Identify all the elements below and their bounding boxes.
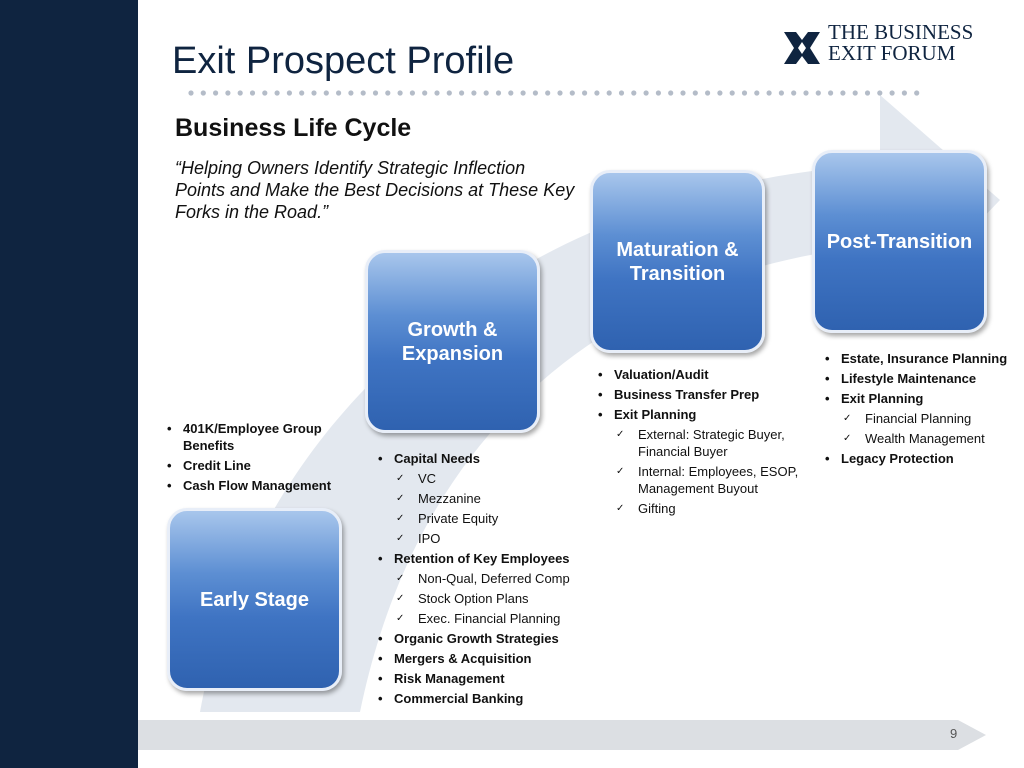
list-item: Credit Line xyxy=(165,457,355,474)
list-item: Organic Growth Strategies xyxy=(376,630,596,647)
left-sidebar-bar xyxy=(0,0,138,768)
footer-bar xyxy=(138,720,958,750)
list-item: Commercial Banking xyxy=(376,690,596,707)
list-item: Exec. Financial Planning xyxy=(376,610,596,627)
list-item: Non-Qual, Deferred Comp xyxy=(376,570,596,587)
list-item: Internal: Employees, ESOP, Management Bu… xyxy=(596,463,806,497)
post-transition-list: Estate, Insurance PlanningLifestyle Main… xyxy=(823,350,1008,470)
list-item: 401K/Employee Group Benefits xyxy=(165,420,355,454)
list-item: Legacy Protection xyxy=(823,450,1008,467)
list-item: Risk Management xyxy=(376,670,596,687)
list-item: IPO xyxy=(376,530,596,547)
stage-label: Post-Transition xyxy=(826,230,973,253)
logo-line-1: THE BUSINESS xyxy=(828,20,974,44)
logo-line-2: EXIT FORUM xyxy=(828,41,956,65)
stage-early-stage: Early Stage xyxy=(167,508,342,691)
list-item: Mergers & Acquisition xyxy=(376,650,596,667)
list-item: Gifting xyxy=(596,500,806,517)
list-item: Financial Planning xyxy=(823,410,1008,427)
list-item: Estate, Insurance Planning xyxy=(823,350,1008,367)
list-item: Private Equity xyxy=(376,510,596,527)
x-cross-logo-icon xyxy=(784,32,820,64)
stage-growth-expansion: Growth & Expansion xyxy=(365,250,540,433)
list-item: External: Strategic Buyer, Financial Buy… xyxy=(596,426,806,460)
list-item: VC xyxy=(376,470,596,487)
early-stage-list: 401K/Employee Group BenefitsCredit LineC… xyxy=(165,420,355,497)
page-title: Exit Prospect Profile xyxy=(172,40,515,82)
growth-expansion-list: Capital NeedsVC MezzaninePrivate EquityIP… xyxy=(376,450,596,710)
list-item: Retention of Key Employees xyxy=(376,550,596,567)
list-item: Exit Planning xyxy=(596,406,806,423)
stage-label: Early Stage xyxy=(200,588,309,611)
list-item: Business Transfer Prep xyxy=(596,386,806,403)
business-exit-forum-logo: THE BUSINESS EXIT FORUM xyxy=(782,22,1012,74)
list-item: Valuation/Audit xyxy=(596,366,806,383)
stage-label: Maturation & Transition xyxy=(616,238,739,285)
page-number: 9 xyxy=(950,726,958,741)
list-item: Wealth Management xyxy=(823,430,1008,447)
list-item: Cash Flow Management xyxy=(165,477,355,494)
list-item: Mezzanine xyxy=(376,490,596,507)
footer-arrow-tip xyxy=(958,720,986,750)
stage-label: Growth & Expansion xyxy=(401,318,504,365)
list-item: Capital Needs xyxy=(376,450,596,467)
list-item: Lifestyle Maintenance xyxy=(823,370,1008,387)
stage-post-transition: Post-Transition xyxy=(812,150,987,333)
maturation-transition-list: Valuation/AuditBusiness Transfer PrepExi… xyxy=(596,366,806,520)
stage-maturation-transition: Maturation & Transition xyxy=(590,170,765,353)
dotted-divider xyxy=(188,90,920,96)
section-quote: “Helping Owners Identify Strategic Infle… xyxy=(175,158,575,222)
list-item: Exit Planning xyxy=(823,390,1008,407)
list-item: Stock Option Plans xyxy=(376,590,596,607)
section-subtitle: Business Life Cycle xyxy=(175,114,412,142)
